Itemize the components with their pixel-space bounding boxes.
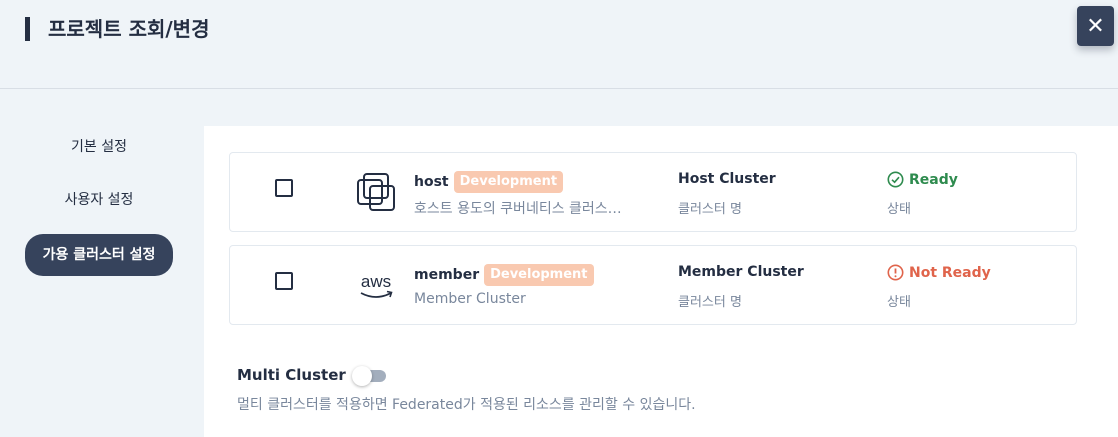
title-accent-bar — [25, 17, 30, 41]
sidebar-item-label: 기본 설정 — [71, 139, 127, 155]
cluster-name: host — [414, 174, 449, 190]
multi-cluster-toggle[interactable] — [351, 366, 386, 386]
multi-cluster-row: Multi Cluster — [237, 366, 386, 386]
svg-text:aws: aws — [361, 272, 391, 291]
page-title: 프로젝트 조회/변경 — [48, 17, 210, 41]
check-circle-icon — [887, 171, 904, 188]
cluster-type-value: Member Cluster — [678, 264, 804, 280]
aws-icon: aws — [360, 272, 393, 298]
sidebar: 기본 설정 사용자 설정 가용 클러스터 설정 — [0, 90, 204, 437]
status-text: Ready — [909, 171, 958, 188]
cluster-description: 호스트 용도의 쿠버네티스 클러스… — [414, 201, 622, 217]
status-text: Not Ready — [909, 264, 991, 281]
sidebar-item-user-settings[interactable]: 사용자 설정 — [25, 189, 173, 211]
cluster-name-line: host Development — [414, 169, 564, 195]
cluster-description: Member Cluster — [414, 291, 526, 307]
main-panel: host Development 호스트 용도의 쿠버네티스 클러스… Host… — [204, 126, 1118, 437]
cluster-status-value: Ready — [887, 171, 958, 188]
kubernetes-cluster-icon — [357, 173, 395, 211]
cluster-status-label: 상태 — [887, 295, 911, 310]
cluster-checkbox-member[interactable] — [275, 272, 293, 290]
cluster-status-value: Not Ready — [887, 264, 991, 281]
alert-circle-icon — [887, 264, 904, 281]
modal-header: 프로젝트 조회/변경 — [0, 0, 1118, 89]
cluster-type-value: Host Cluster — [678, 171, 776, 187]
multi-cluster-description: 멀티 클러스터를 적용하면 Federated가 적용된 리소스를 관리할 수 … — [237, 397, 696, 413]
cluster-type-label: 클러스터 명 — [678, 295, 742, 310]
sidebar-item-label: 사용자 설정 — [64, 192, 134, 208]
cluster-card-member: aws member Development Member Cluster Me… — [229, 245, 1077, 325]
toggle-knob — [351, 366, 372, 386]
close-button[interactable]: ✕ — [1077, 6, 1114, 46]
close-icon: ✕ — [1086, 13, 1105, 39]
sidebar-item-cluster-settings[interactable]: 가용 클러스터 설정 — [25, 234, 173, 276]
multi-cluster-label: Multi Cluster — [237, 366, 346, 384]
cluster-checkbox-host[interactable] — [275, 179, 293, 197]
cluster-name-line: member Development — [414, 262, 594, 288]
environment-badge: Development — [484, 264, 594, 286]
environment-badge: Development — [453, 171, 564, 193]
sidebar-item-label: 가용 클러스터 설정 — [42, 247, 156, 263]
cluster-type-label: 클러스터 명 — [678, 202, 742, 217]
sidebar-item-basic-settings[interactable]: 기본 설정 — [25, 136, 173, 158]
cluster-name: member — [414, 267, 480, 283]
cluster-card-host: host Development 호스트 용도의 쿠버네티스 클러스… Host… — [229, 152, 1077, 232]
cluster-status-label: 상태 — [887, 202, 911, 217]
